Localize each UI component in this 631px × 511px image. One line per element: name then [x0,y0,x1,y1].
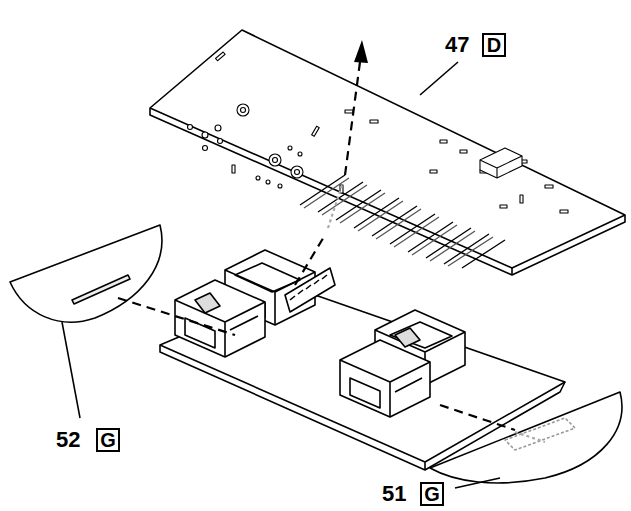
end-cap [430,392,622,483]
callout-number: 47 [445,34,469,56]
reference-letter: G [100,430,116,450]
top-plate [150,30,625,275]
reference-letter-box: G [96,428,120,452]
reference-letter-box: G [420,482,444,506]
reference-letter: G [424,484,440,504]
callout-number: 51 [382,483,406,505]
end-cap [10,225,162,322]
callout-number: 52 [56,429,80,451]
reference-letter-box: D [482,33,506,57]
reference-letter: D [487,35,501,55]
